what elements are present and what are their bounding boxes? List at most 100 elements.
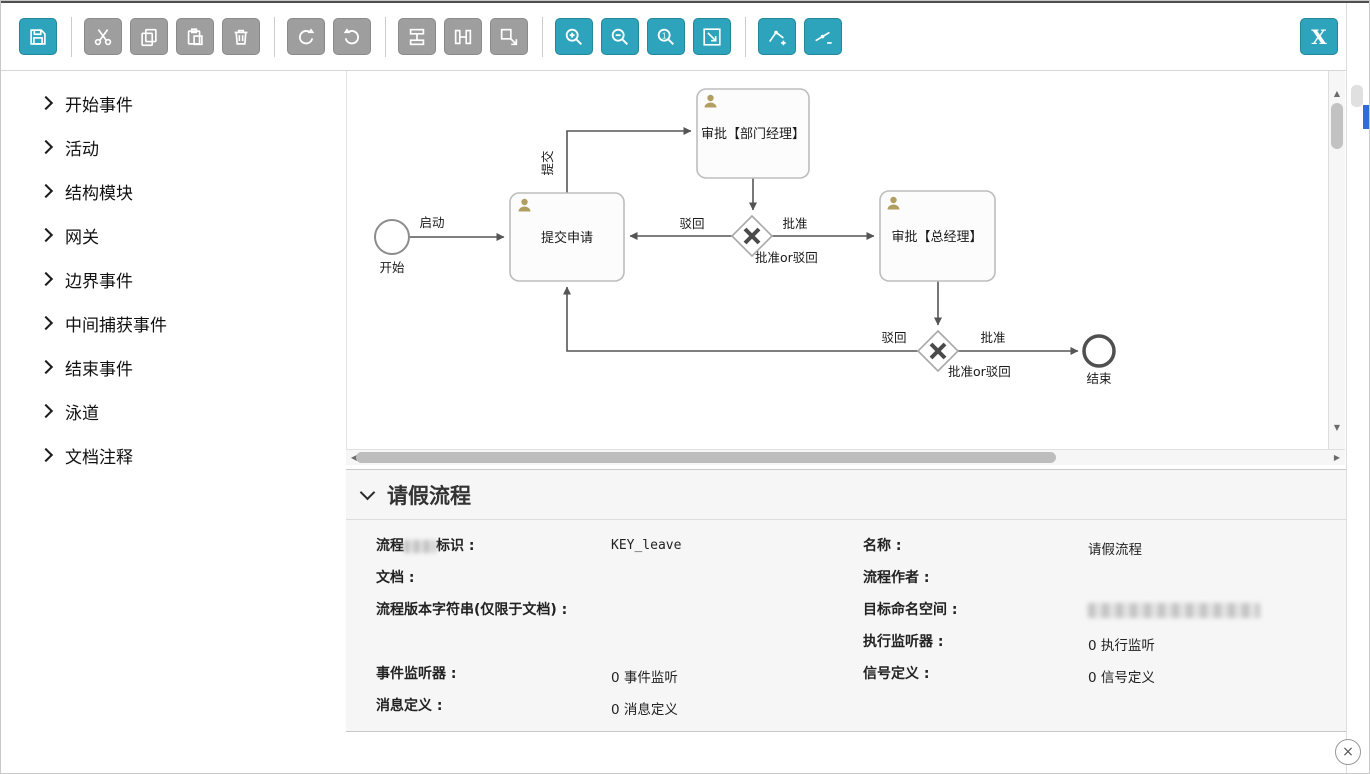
palette-item-annotations[interactable]: 文档注释: [1, 433, 346, 477]
start-event-label: 开始: [379, 260, 405, 275]
bendpoint-remove-icon: [812, 26, 834, 48]
scroll-right-icon[interactable]: ▶: [1333, 453, 1341, 462]
palette-item-intermediate-catching-events[interactable]: 中间捕获事件: [1, 301, 346, 345]
prop-label: 流程作者 :: [863, 570, 930, 586]
prop-label: 事件监听器 :: [376, 666, 457, 682]
flow-submit-to-dept[interactable]: [566, 127, 692, 193]
prop-label: 执行监听器 :: [863, 634, 944, 650]
undo-button[interactable]: [333, 18, 371, 55]
copy-button[interactable]: [130, 18, 168, 55]
align-vertical-icon: [406, 26, 428, 48]
user-icon: [887, 196, 900, 210]
flow-reject-1-label: 驳回: [679, 216, 704, 231]
palette-item-end-events[interactable]: 结束事件: [1, 345, 346, 389]
chevron-right-icon: [38, 183, 54, 199]
horizontal-scroll-thumb[interactable]: [356, 452, 1056, 463]
align-horizontal-button[interactable]: [444, 18, 482, 55]
chevron-right-icon: [38, 447, 54, 463]
floppy-disk-icon: [27, 26, 49, 48]
palette-item-label: 开始事件: [65, 95, 133, 116]
palette-item-label: 文档注释: [65, 447, 133, 468]
page-scrollbar-track[interactable]: [1346, 3, 1369, 773]
palette-item-structural[interactable]: 结构模块: [1, 169, 346, 213]
redo-button[interactable]: [287, 18, 325, 55]
zoom-actual-button[interactable]: 1: [647, 18, 685, 55]
gateway-2-node[interactable]: 批准or驳回: [916, 329, 1011, 379]
end-event-label: 结束: [1086, 371, 1112, 386]
prop-author: 流程作者 :: [863, 568, 1346, 591]
gateway-1-node[interactable]: 批准or驳回: [730, 214, 818, 265]
cut-button[interactable]: [84, 18, 122, 55]
add-bendpoint-button[interactable]: [758, 18, 796, 55]
prop-label: 流程标识 :: [376, 538, 475, 554]
toolbar-separator: [385, 16, 386, 57]
start-event-node[interactable]: 开始: [374, 219, 410, 275]
prop-message-definitions: 消息定义 : 0 消息定义: [376, 696, 863, 719]
close-editor-button[interactable]: X: [1300, 18, 1338, 55]
zoom-out-button[interactable]: [601, 18, 639, 55]
palette-item-start-events[interactable]: 开始事件: [1, 81, 346, 125]
align-vertical-button[interactable]: [398, 18, 436, 55]
properties-column-left: 流程标识 : KEY_leave 文档 : 流程版本字符串(仅限于文档) : 事…: [376, 536, 863, 728]
collapse-caret-icon[interactable]: [359, 484, 376, 501]
scroll-down-icon[interactable]: ▼: [1333, 422, 1341, 432]
align-horizontal-icon: [452, 26, 474, 48]
toolbar-separator: [274, 16, 275, 57]
prop-signal-definitions: 信号定义 : 0 信号定义: [863, 664, 1346, 687]
properties-panel: 请假流程 流程标识 : KEY_leave 文档 : 流程版本字符串(仅限于文档…: [346, 469, 1346, 732]
canvas-vertical-scrollbar[interactable]: ▲ ▼: [1328, 71, 1345, 449]
zoom-fit-button[interactable]: [693, 18, 731, 55]
page-close-button[interactable]: ×: [1335, 739, 1361, 765]
remove-bendpoint-button[interactable]: [804, 18, 842, 55]
scissors-icon: [92, 26, 114, 48]
palette-item-label: 边界事件: [65, 271, 133, 292]
task-submit-node[interactable]: 提交申请: [509, 192, 625, 282]
prop-label: 流程版本字符串(仅限于文档) :: [376, 602, 568, 618]
prop-documentation: 文档 :: [376, 568, 863, 591]
diagram-canvas[interactable]: 开始 启动 提交申请 提交 审批【部门经理】: [346, 71, 1328, 449]
properties-header[interactable]: 请假流程: [346, 470, 1346, 520]
palette-item-boundary-events[interactable]: 边界事件: [1, 257, 346, 301]
prop-execution-listeners: 执行监听器 : 0 执行监听: [863, 632, 1346, 655]
task-general-manager-node[interactable]: 审批【总经理】: [879, 190, 996, 282]
prop-name: 名称 : 请假流程: [863, 536, 1346, 559]
palette-item-label: 泳道: [65, 403, 99, 424]
redacted-text: [1088, 602, 1260, 618]
flow-gateway2-reject[interactable]: [563, 286, 918, 352]
zoom-in-button[interactable]: [555, 18, 593, 55]
trash-icon: [230, 26, 252, 48]
palette-item-swimlanes[interactable]: 泳道: [1, 389, 346, 433]
scrollbar-fragment: [1351, 85, 1363, 107]
prop-label: 消息定义 :: [376, 698, 443, 714]
palette-item-gateways[interactable]: 网关: [1, 213, 346, 257]
magnifier-one-icon: 1: [655, 26, 677, 48]
page-scrollbar-thumb[interactable]: [1363, 105, 1369, 129]
end-event-node[interactable]: 结束: [1082, 334, 1116, 386]
copy-icon: [138, 26, 160, 48]
vertical-scroll-thumb[interactable]: [1331, 103, 1343, 149]
toolbar: 1 X: [1, 3, 1346, 71]
prop-event-listeners: 事件监听器 : 0 事件监听: [376, 664, 863, 687]
task-submit-label: 提交申请: [541, 230, 593, 246]
prop-label: 信号定义 :: [863, 666, 930, 682]
task-dept-manager-node[interactable]: 审批【部门经理】: [696, 88, 810, 179]
toolbar-separator: [745, 16, 746, 57]
scroll-up-icon[interactable]: ▲: [1333, 88, 1341, 98]
prop-value: 0 消息定义: [611, 702, 678, 718]
paste-button[interactable]: [176, 18, 214, 55]
chevron-right-icon: [38, 403, 54, 419]
same-size-button[interactable]: [490, 18, 528, 55]
gateway-2-label: 批准or驳回: [948, 364, 1011, 379]
scroll-left-icon[interactable]: ◀: [350, 453, 358, 462]
save-button[interactable]: [19, 18, 57, 55]
palette-item-activities[interactable]: 活动: [1, 125, 346, 169]
exclusive-gateway-x-icon: [743, 227, 761, 245]
svg-text:1: 1: [662, 31, 667, 40]
user-icon: [704, 94, 717, 108]
palette-item-label: 结束事件: [65, 359, 133, 380]
bendpoint-add-icon: [766, 26, 788, 48]
user-icon: [518, 198, 531, 212]
delete-button[interactable]: [222, 18, 260, 55]
prop-label: 文档 :: [376, 570, 415, 586]
canvas-horizontal-scrollbar[interactable]: ◀ ▶: [346, 449, 1345, 465]
